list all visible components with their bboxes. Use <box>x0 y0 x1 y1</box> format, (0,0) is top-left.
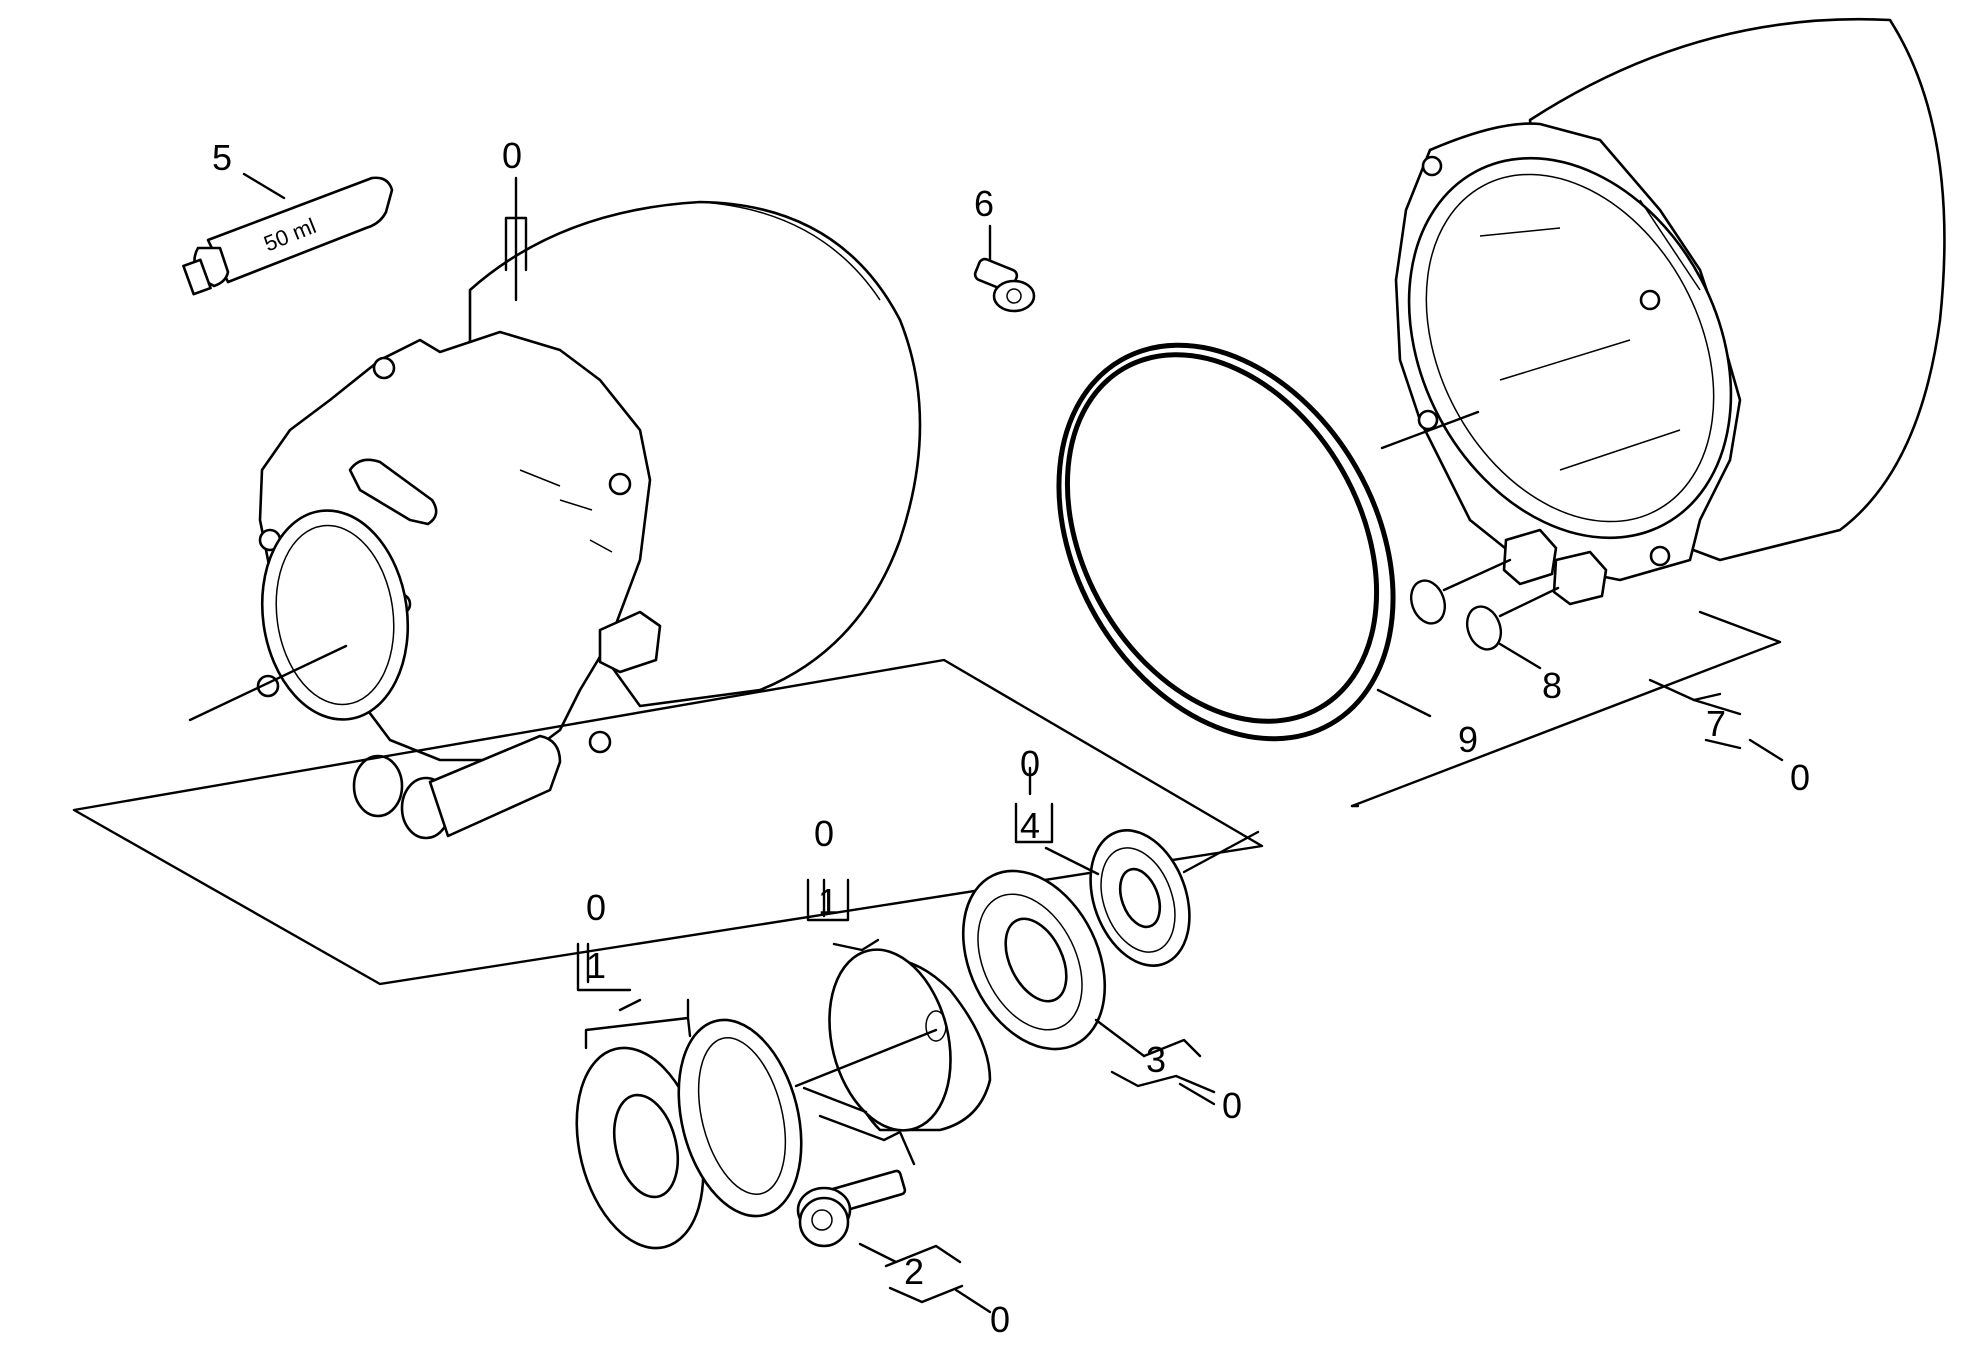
part-number-5: 5 <box>212 137 232 178</box>
ball-bearing <box>961 869 1107 1051</box>
part-number-0-b: 0 <box>814 813 834 854</box>
large-o-ring <box>1056 342 1396 742</box>
part-number-2: 2 <box>904 1251 924 1292</box>
part-number-4: 4 <box>1020 805 1040 846</box>
pump-housing <box>256 200 922 840</box>
cylinder-head <box>1394 17 1946 606</box>
shaft-seal <box>1089 829 1191 967</box>
part-number-0-a: 0 <box>586 887 606 928</box>
part-number-0-c: 0 <box>1020 743 1040 784</box>
washer <box>575 1046 705 1250</box>
part-number-9: 9 <box>1458 719 1478 760</box>
thrust-bearing <box>677 1018 803 1218</box>
bearing-cup <box>828 948 992 1132</box>
part-number-8: 8 <box>1542 665 1562 706</box>
screw-6 <box>973 257 1036 313</box>
small-o-ring-b <box>1465 605 1503 651</box>
part-number-0-pump: 0 <box>502 135 522 176</box>
part-number-7: 7 <box>1706 703 1726 744</box>
grease-tube: 50 ml <box>182 176 394 296</box>
part-number-3: 3 <box>1146 1039 1166 1080</box>
part-number-0-e: 0 <box>990 1299 1010 1340</box>
part-number-0-d: 0 <box>1222 1085 1242 1126</box>
part-number-0-head: 0 <box>1790 757 1810 798</box>
bolt-2 <box>796 1169 907 1248</box>
part-number-1-b: 1 <box>818 881 838 922</box>
small-o-ring-a <box>1409 579 1447 625</box>
part-number-6: 6 <box>974 183 994 224</box>
part-number-1-a: 1 <box>586 945 606 986</box>
